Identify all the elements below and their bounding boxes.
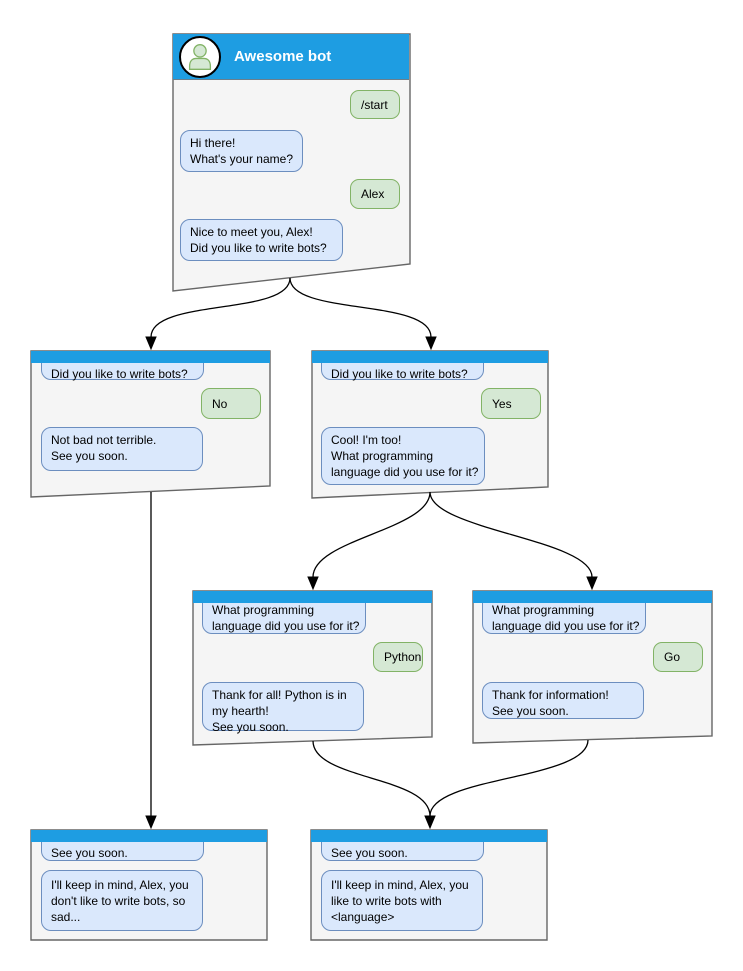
message-text: Alex — [361, 187, 385, 201]
chat-window-end-yes: See you soon. I'll keep in mind, Alex, y… — [310, 829, 548, 941]
window-header — [311, 830, 547, 842]
message-text: /start — [361, 97, 388, 112]
window-header: Awesome bot — [173, 34, 409, 80]
user-message-bubble: Go — [653, 642, 703, 672]
person-icon — [188, 43, 212, 70]
user-message-bubble: Yes — [481, 388, 541, 419]
arrowhead-icon — [307, 576, 319, 591]
bot-message-bubble: Nice to meet you, Alex! Did you like to … — [180, 219, 343, 261]
bot-message-bubble: Thank for information! See you soon. — [482, 682, 644, 719]
bot-message-bubble: Hi there! What's your name? — [180, 130, 303, 172]
window-header — [312, 351, 548, 363]
chat-window-start: Awesome bot /start Hi there! What's your… — [172, 33, 411, 295]
window-title: Awesome bot — [234, 48, 332, 65]
chat-window-no-branch: Did you like to write bots? No Not bad n… — [30, 350, 271, 500]
bot-message-bubble: Not bad not terrible. See you soon. — [41, 427, 203, 471]
message-text: Go — [664, 650, 681, 664]
window-header — [31, 351, 270, 363]
arrow-yes-to-python — [312, 491, 431, 578]
chat-window-yes-branch: Did you like to write bots? Yes Cool! I'… — [311, 350, 549, 501]
bot-message-bubble: Thank for all! Python is in my hearth! S… — [202, 682, 364, 734]
user-message-bubble: No — [201, 388, 261, 419]
message-text: No — [212, 396, 228, 411]
message-text: Python — [384, 650, 422, 664]
chat-window-end-no: See you soon. I'll keep in mind, Alex, y… — [30, 829, 268, 941]
arrowhead-icon — [586, 576, 598, 591]
window-header — [193, 591, 432, 603]
bot-message-bubble: I'll keep in mind, Alex, you don't like … — [41, 870, 203, 931]
bot-message-bubble: Cool! I'm too! What programming language… — [321, 427, 485, 485]
arrow-yes-to-go — [429, 491, 593, 578]
user-message-bubble: Alex — [350, 179, 400, 209]
bot-avatar — [179, 35, 221, 78]
chat-window-go: What programming language did you use fo… — [472, 590, 713, 746]
window-header — [473, 591, 712, 603]
user-message-bubble: Python — [373, 642, 423, 672]
window-header — [31, 830, 267, 842]
user-message-bubble: /start — [350, 90, 400, 119]
bot-message-bubble: I'll keep in mind, Alex, you like to wri… — [321, 870, 483, 931]
arrowhead-icon — [145, 815, 157, 830]
arrow-go-to-end-yes — [429, 739, 589, 817]
arrowhead-icon — [424, 815, 436, 830]
chat-window-python: What programming language did you use fo… — [192, 590, 433, 748]
arrowhead-icon — [145, 336, 157, 351]
message-text: Yes — [492, 396, 512, 411]
arrowhead-icon — [425, 336, 437, 351]
arrow-python-to-end-yes — [312, 740, 431, 817]
